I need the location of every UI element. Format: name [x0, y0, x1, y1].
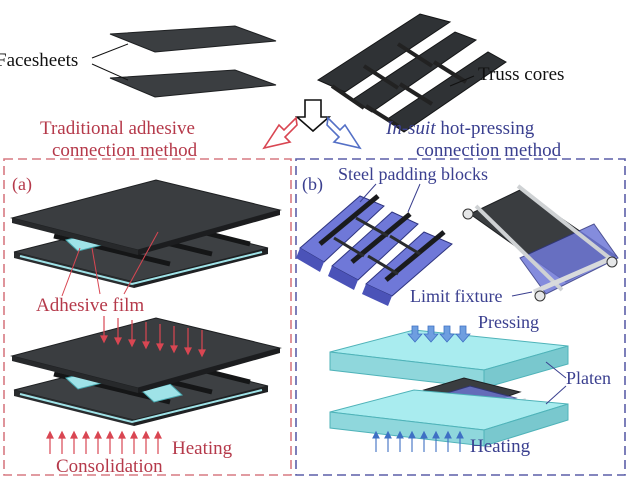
truss-cores-leader — [449, 75, 475, 87]
truss-cores-label: Truss cores — [478, 64, 564, 85]
adhesive-leader-3 — [123, 231, 159, 295]
adhesive-leader-2 — [91, 247, 101, 295]
insuit-italic: In-suit — [385, 118, 436, 139]
heating-arrows-blue — [372, 430, 464, 452]
panel-a-frame — [3, 158, 292, 476]
pressing-label: Pressing — [478, 312, 539, 332]
steel-padding-blocks-label: Steel padding blocks — [338, 164, 488, 184]
heating-arrows-red — [46, 430, 162, 454]
facesheets-leader-2 — [91, 63, 129, 81]
heating-label-b: Heating — [470, 436, 531, 457]
consolidation-label: Consolidation — [56, 456, 163, 477]
truss-core-illustration — [316, 13, 507, 133]
panel-a-label: (a) — [12, 174, 32, 195]
panel-b-label: (b) — [302, 174, 323, 195]
facesheets-leader-1 — [91, 43, 129, 59]
upper-platen — [329, 329, 569, 389]
adhesive-leader-1 — [61, 247, 81, 297]
limit-fixture-label: Limit fixture — [410, 286, 502, 306]
padding-leader-1 — [359, 183, 377, 203]
platen-label: Platen — [566, 368, 611, 388]
adhesive-film-label: Adhesive film — [36, 295, 144, 316]
facesheets-label: Facesheets — [0, 50, 78, 71]
padding-leader-2 — [407, 183, 421, 213]
heating-label-a: Heating — [172, 438, 233, 459]
platen-leader-1 — [545, 361, 567, 379]
insuit-rest: hot-pressing — [436, 118, 535, 139]
insuit-method-title-2: connection method — [416, 140, 562, 161]
facesheets-illustration — [109, 25, 277, 98]
traditional-method-title-2: connection method — [52, 140, 198, 161]
steel-padding-blocks — [296, 194, 453, 306]
pressing-arrows-red — [100, 316, 206, 358]
pressing-arrows-blue — [407, 325, 471, 343]
limit-fixture-leader — [511, 291, 533, 297]
limit-fixture-assembly — [462, 184, 619, 302]
down-arrow — [294, 99, 332, 133]
panel-a-lower-assembly — [10, 317, 282, 426]
traditional-method-title-1: Traditional adhesive — [40, 118, 195, 139]
platen-leader-2 — [545, 385, 567, 405]
insuit-method-title-1: In-suit hot-pressing — [385, 118, 535, 139]
right-arrow-blue — [326, 116, 362, 150]
lower-platen — [329, 389, 569, 447]
panel-a-upper-assembly — [10, 179, 282, 288]
left-arrow-red — [262, 116, 298, 150]
